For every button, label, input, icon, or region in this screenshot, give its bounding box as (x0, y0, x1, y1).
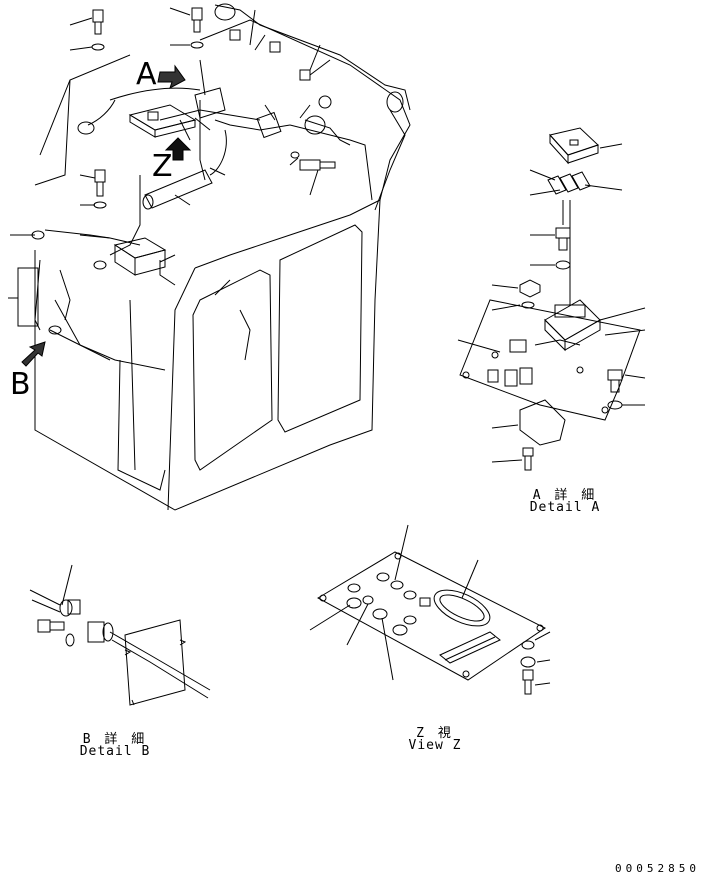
direction-arrows (22, 66, 190, 366)
view-label-b: B (10, 367, 31, 402)
detail-a-view (460, 128, 640, 470)
cab-components (18, 8, 350, 334)
leader-line-detail-b (62, 565, 72, 605)
view-label-a: A (136, 57, 157, 92)
view-z-subtitle: View Z (408, 738, 462, 753)
drawing-number: 00052850 (615, 862, 700, 875)
detail-b-subtitle: Detail B (79, 744, 151, 759)
leader-lines-detail-a (458, 144, 645, 462)
view-label-z: Z (152, 149, 173, 184)
arrow-b-icon (22, 342, 45, 366)
view-z-view (318, 552, 545, 694)
detail-b-view (30, 590, 210, 705)
leader-lines-main (8, 8, 330, 298)
detail-b-title: B 詳 細 (82, 732, 148, 747)
view-z-title: Z 視 (416, 726, 454, 741)
detail-a-title: A 詳 細 (532, 488, 598, 503)
leader-lines-view-z (310, 525, 550, 685)
cab-assembly (35, 4, 410, 510)
detail-a-subtitle: Detail A (529, 500, 601, 515)
arrow-a-icon (158, 66, 185, 88)
arrow-z-icon (166, 138, 190, 160)
